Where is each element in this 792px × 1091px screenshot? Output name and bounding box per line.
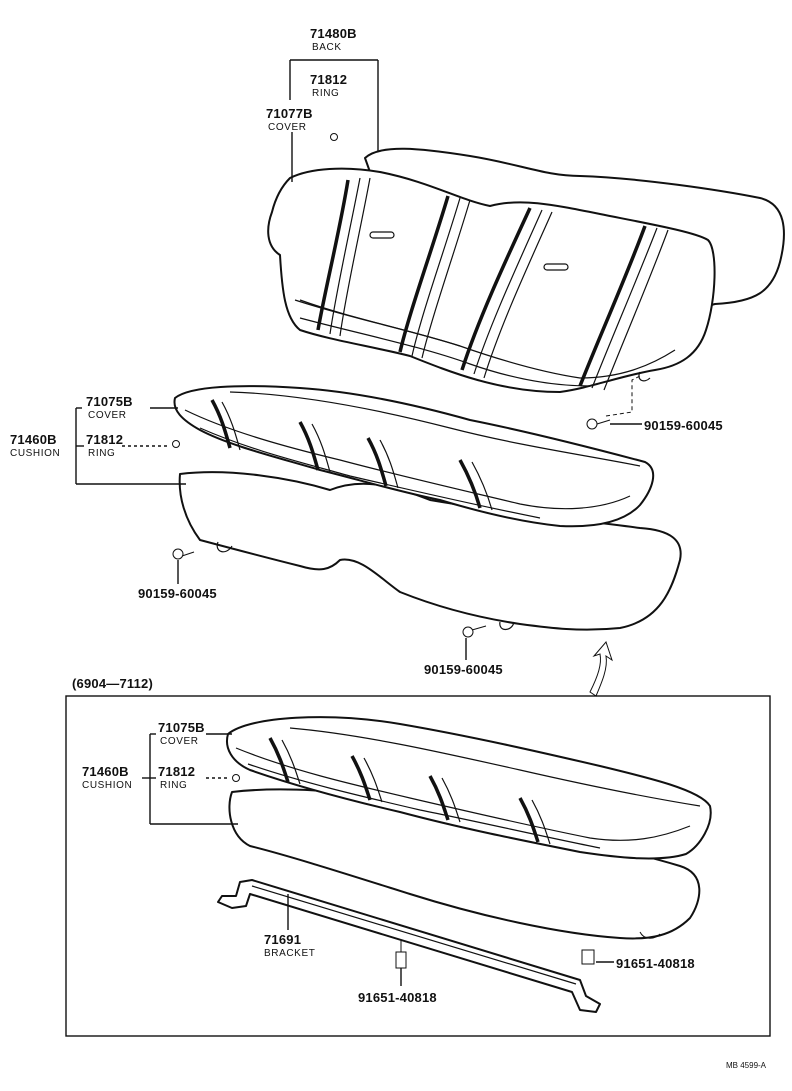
ring-fastener-icon [172, 440, 180, 448]
cushion-ring-part-number: 71812 [86, 432, 123, 447]
bolt-icon [586, 375, 642, 430]
bolt-icon [462, 625, 487, 660]
footer-code: MB 4599-A [726, 1061, 767, 1070]
inset-bolt-right-part-number: 91651-40818 [616, 956, 695, 971]
bolt-left-part-number: 90159-60045 [138, 586, 217, 601]
bolt-icon [581, 931, 661, 965]
bracket-drawing [217, 879, 601, 1013]
cushion-part-number: 71460B [10, 432, 57, 447]
back-ring-name: RING [312, 88, 339, 99]
inset-ring-part-number: 71812 [158, 764, 195, 779]
inset-cushion-name: CUSHION [82, 780, 132, 791]
cushion-cover-name: COVER [88, 410, 127, 421]
seat-back-drawing [267, 147, 785, 393]
cushion-name: CUSHION [10, 448, 60, 459]
back-cover-part-number: 71077B [266, 106, 313, 121]
ring-fastener-icon [330, 133, 338, 141]
inset-cushion-cover-name: COVER [160, 736, 199, 747]
bracket-part-number: 71691 [264, 932, 301, 947]
back-part-number: 71480B [310, 26, 357, 41]
back-name: BACK [312, 42, 342, 53]
inset-cushion-cover-part-number: 71075B [158, 720, 205, 735]
labels: 71480B BACK 71812 RING 71077B COVER 7107… [10, 26, 767, 1070]
bolt-bottom-part-number: 90159-60045 [424, 662, 503, 677]
seat-cushion-drawing [173, 385, 682, 631]
bolt-right-part-number: 90159-60045 [644, 418, 723, 433]
inset-cushion-part-number: 71460B [82, 764, 129, 779]
cushion-leader-lines [75, 407, 186, 485]
bolt-icon [172, 548, 195, 584]
bolt-icon [395, 940, 407, 986]
cushion-cover-part-number: 71075B [86, 394, 133, 409]
inset-leader-lines [142, 733, 238, 825]
cushion-ring-name: RING [88, 448, 115, 459]
inset-frame [65, 695, 771, 1037]
back-ring-part-number: 71812 [310, 72, 347, 87]
inset-range-label: (6904—7112) [72, 676, 153, 691]
direction-arrow-icon [589, 641, 613, 697]
ring-fastener-icon [232, 774, 240, 782]
inset-bolt-bottom-part-number: 91651-40818 [358, 990, 437, 1005]
back-cover-name: COVER [268, 122, 307, 133]
inset-cushion-drawing [226, 716, 712, 940]
inset-ring-name: RING [160, 780, 187, 791]
back-leader-lines [289, 59, 379, 182]
bracket-name: BRACKET [264, 948, 315, 959]
